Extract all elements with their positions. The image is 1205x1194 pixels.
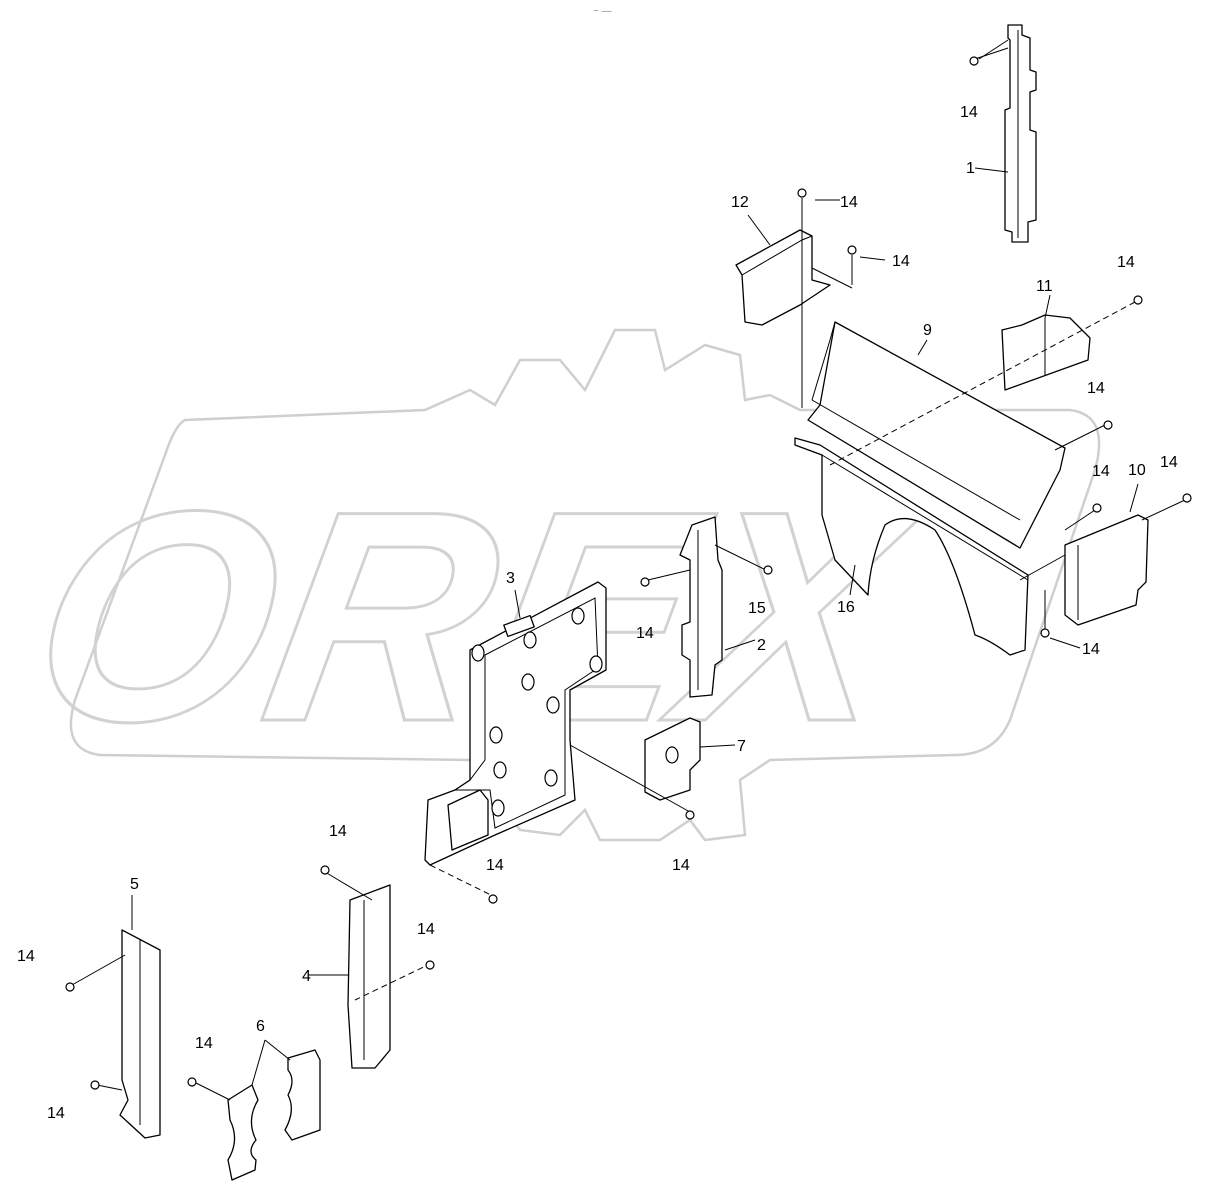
- part-12-bracket: [735, 229, 831, 326]
- callout-14-c: 14: [892, 253, 910, 270]
- assembly-lines: [71, 47, 1186, 1101]
- part-4-strip: [347, 884, 391, 1069]
- part-3-panel: [424, 581, 607, 866]
- part-9-shield: [807, 321, 1066, 549]
- callout-9: 9: [923, 322, 932, 339]
- callout-16: 16: [837, 599, 855, 616]
- callout-3: 3: [506, 570, 515, 587]
- part-16-plate: [794, 437, 1029, 656]
- callout-7: 7: [737, 738, 746, 755]
- callout-4: 4: [302, 968, 311, 985]
- bolts: [65, 56, 1192, 1090]
- callout-12: 12: [731, 194, 749, 211]
- part-5-strip: [119, 929, 161, 1139]
- part-2-bracket: [679, 516, 723, 698]
- callout-14-l: 14: [329, 823, 347, 840]
- callout-14-b: 14: [840, 194, 858, 211]
- callout-5: 5: [130, 876, 139, 893]
- callout-14-k: 14: [486, 857, 504, 874]
- part-6-pads: [227, 1049, 321, 1181]
- leader-lines: [131, 39, 1139, 1086]
- callout-14-j: 14: [672, 857, 690, 874]
- callout-14-e: 14: [1087, 380, 1105, 397]
- part-1-strip: [1004, 24, 1037, 243]
- callout-14-i: 14: [636, 625, 654, 642]
- callout-14-g: 14: [1160, 454, 1178, 471]
- callout-1: 1: [966, 160, 975, 177]
- callout-10: 10: [1128, 462, 1146, 479]
- callout-11: 11: [1036, 278, 1053, 295]
- callout-15: 15: [748, 600, 766, 617]
- callout-14-h: 14: [1082, 641, 1100, 658]
- callout-2: 2: [757, 637, 766, 654]
- part-10-plate: [1064, 514, 1149, 626]
- callout-14-p: 14: [195, 1035, 213, 1052]
- part-7-block: [644, 717, 701, 801]
- callout-14-d: 14: [1117, 254, 1135, 271]
- callouts: 1 2 3 4 5 6 7 9 10 11 12 15 16 14 14 14 …: [17, 104, 1178, 1122]
- callout-14-a: 14: [960, 104, 978, 121]
- callout-14-f: 14: [1092, 463, 1110, 480]
- callout-14-m: 14: [417, 921, 435, 938]
- part-11-bracket: [1001, 314, 1091, 391]
- callout-6: 6: [256, 1018, 265, 1035]
- callout-14-o: 14: [47, 1105, 65, 1122]
- panel-3-holes: [471, 607, 603, 817]
- callout-14-n: 14: [17, 948, 35, 965]
- header-mark: ~ —: [593, 6, 612, 17]
